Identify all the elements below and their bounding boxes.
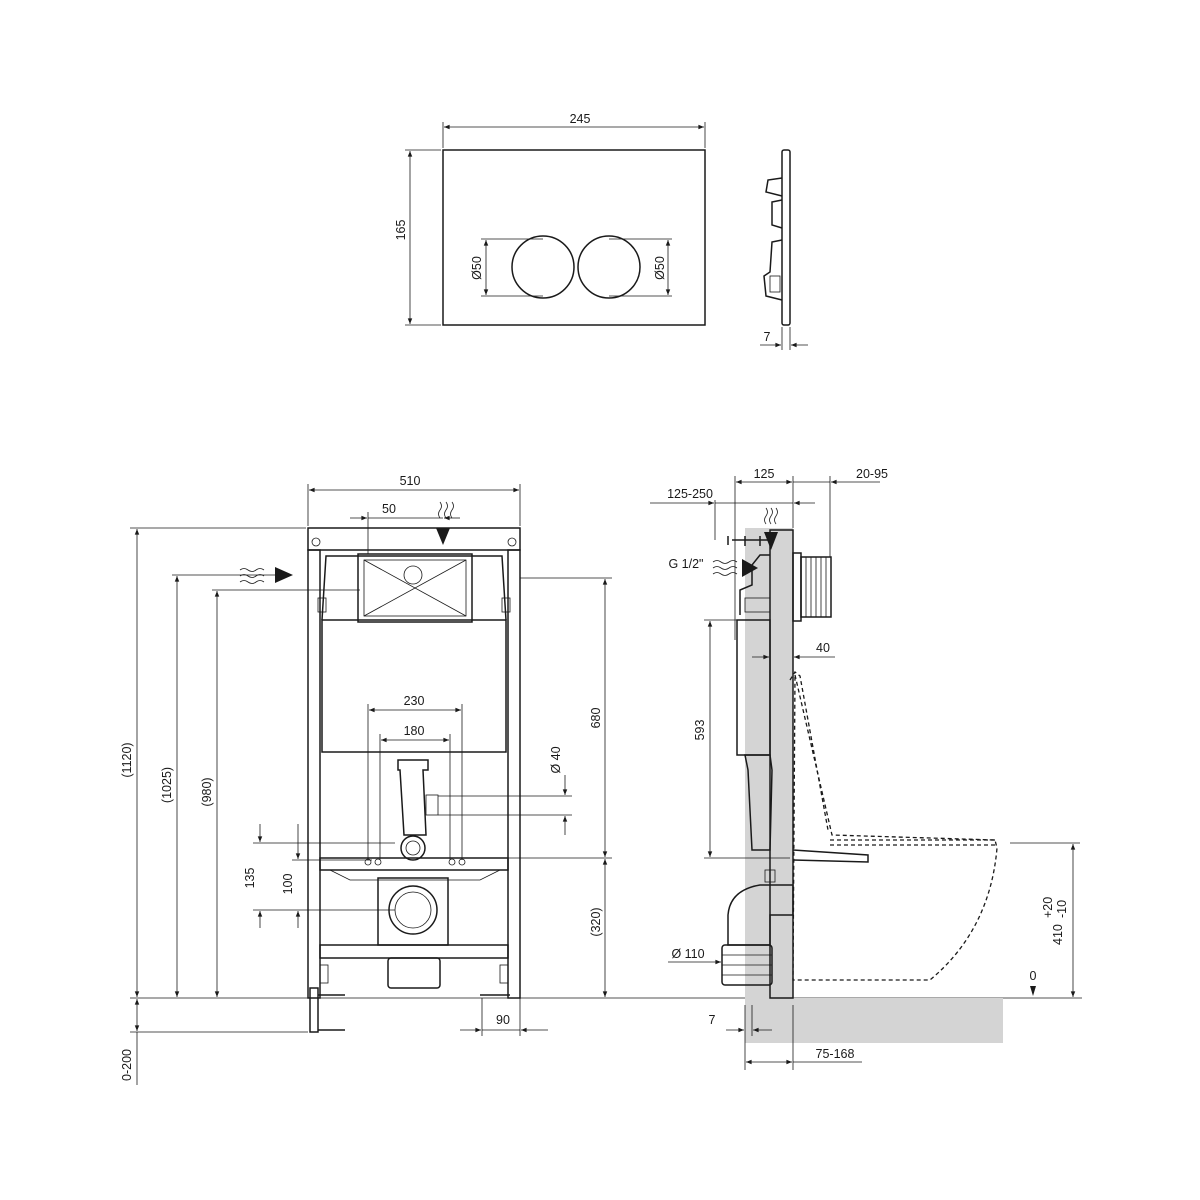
foot-90-label: 90: [496, 1013, 510, 1027]
pipe-diameter-label: Ø 40: [549, 746, 563, 773]
height-135-label: 135: [243, 868, 257, 889]
front-view-dimensions: 510 50 (1120) (1025) (980) 680 (320) 230…: [120, 474, 612, 1085]
height-320-label: (320): [589, 907, 603, 936]
wc-bowl-outline: [792, 674, 998, 981]
outlet-diameter-label: Ø 110: [671, 947, 704, 961]
outlet-elbow: [727, 884, 794, 946]
height-593-label: 593: [693, 720, 707, 741]
offset-40-label: 40: [816, 641, 830, 655]
outlet-bracket: [377, 877, 449, 946]
frame-width-label: 510: [400, 474, 421, 488]
seat-height-label: 410: [1051, 924, 1065, 945]
plate-height-label: 165: [394, 220, 408, 241]
plate-width-label: 245: [570, 112, 591, 126]
actuator-frame: [357, 553, 473, 623]
stud-180-label: 180: [404, 724, 425, 738]
depth-125-label: 125: [754, 467, 775, 481]
outlet-connection: [388, 885, 438, 935]
height-680-label: 680: [589, 708, 603, 729]
flush-button-left: [511, 235, 575, 299]
inlet-offset-label: 50: [382, 502, 396, 516]
frame-column: [769, 529, 794, 999]
floor-section: [745, 998, 1003, 1043]
height-100-label: 100: [281, 874, 295, 895]
flush-button-right: [577, 235, 641, 299]
frame-side-view: [712, 507, 1003, 1043]
leg-adjust-label: 0-200: [120, 1049, 134, 1081]
flush-plate-side: 7: [760, 149, 808, 350]
offset-7-label: 7: [709, 1013, 716, 1027]
plate-20-95-label: 20-95: [856, 467, 888, 481]
plate-thickness-label: 7: [764, 330, 771, 344]
flush-pipe: [397, 759, 429, 836]
floor-zero-label: 0: [1030, 969, 1037, 983]
button-left-diameter-label: Ø50: [470, 256, 484, 280]
plate-outline: [442, 149, 706, 326]
total-height-label: (1120): [120, 742, 134, 777]
inlet-thread-label: G 1/2": [668, 557, 703, 571]
seat-tolerance-minus: -10: [1055, 900, 1069, 918]
valve-125-250-label: 125-250: [667, 487, 713, 501]
height-980-label: (980): [200, 777, 214, 806]
button-right-diameter-label: Ø50: [653, 256, 667, 280]
frame-front-view: [239, 501, 521, 1033]
seat-tolerance-plus: +20: [1041, 897, 1055, 918]
wall-section: [745, 528, 793, 998]
height-1025-label: (1025): [160, 767, 174, 803]
stud-230-label: 230: [404, 694, 425, 708]
flush-plate-front: 245 165 Ø50 Ø50: [394, 112, 706, 326]
cistern: [321, 619, 507, 753]
wall-75-168-label: 75-168: [816, 1047, 855, 1061]
side-view-dimensions: 125 20-95 125-250 G 1/2" 40 593 Ø 110 7 …: [650, 467, 1080, 1070]
